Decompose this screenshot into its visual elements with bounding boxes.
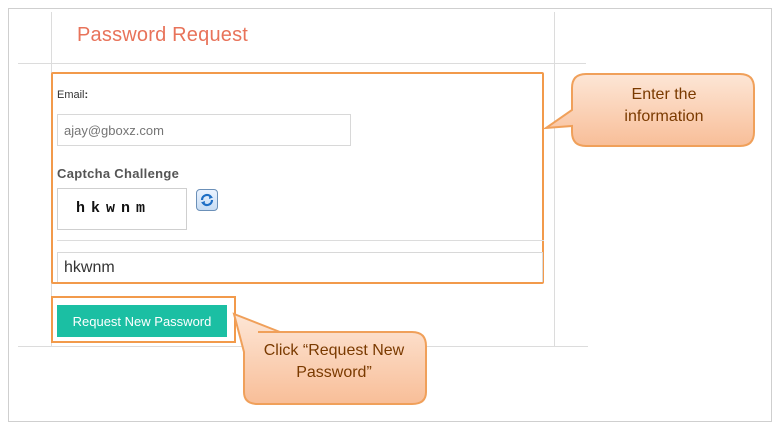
- callout-button: Click “Request New Password”: [252, 340, 416, 384]
- callout-info: Enter the information: [598, 84, 730, 128]
- page-title: Password Request: [77, 24, 249, 46]
- callout-info-text: Enter the information: [624, 86, 704, 125]
- request-new-password-button[interactable]: Request New Password: [57, 305, 227, 337]
- email-input[interactable]: [57, 114, 351, 146]
- grid-line: [18, 63, 586, 64]
- captcha-image: hkwnm: [57, 188, 187, 230]
- grid-line: [554, 12, 555, 346]
- info-highlight-box: [51, 72, 544, 284]
- callout-button-shape: [232, 312, 427, 405]
- captcha-input[interactable]: [57, 252, 543, 282]
- captcha-label: Captcha Challenge: [57, 166, 180, 181]
- refresh-icon[interactable]: [196, 189, 218, 211]
- email-label: Email:: [57, 89, 89, 101]
- divider: [57, 240, 544, 241]
- callout-info-shape: [542, 73, 755, 147]
- callout-button-text: Click “Request New Password”: [263, 342, 405, 381]
